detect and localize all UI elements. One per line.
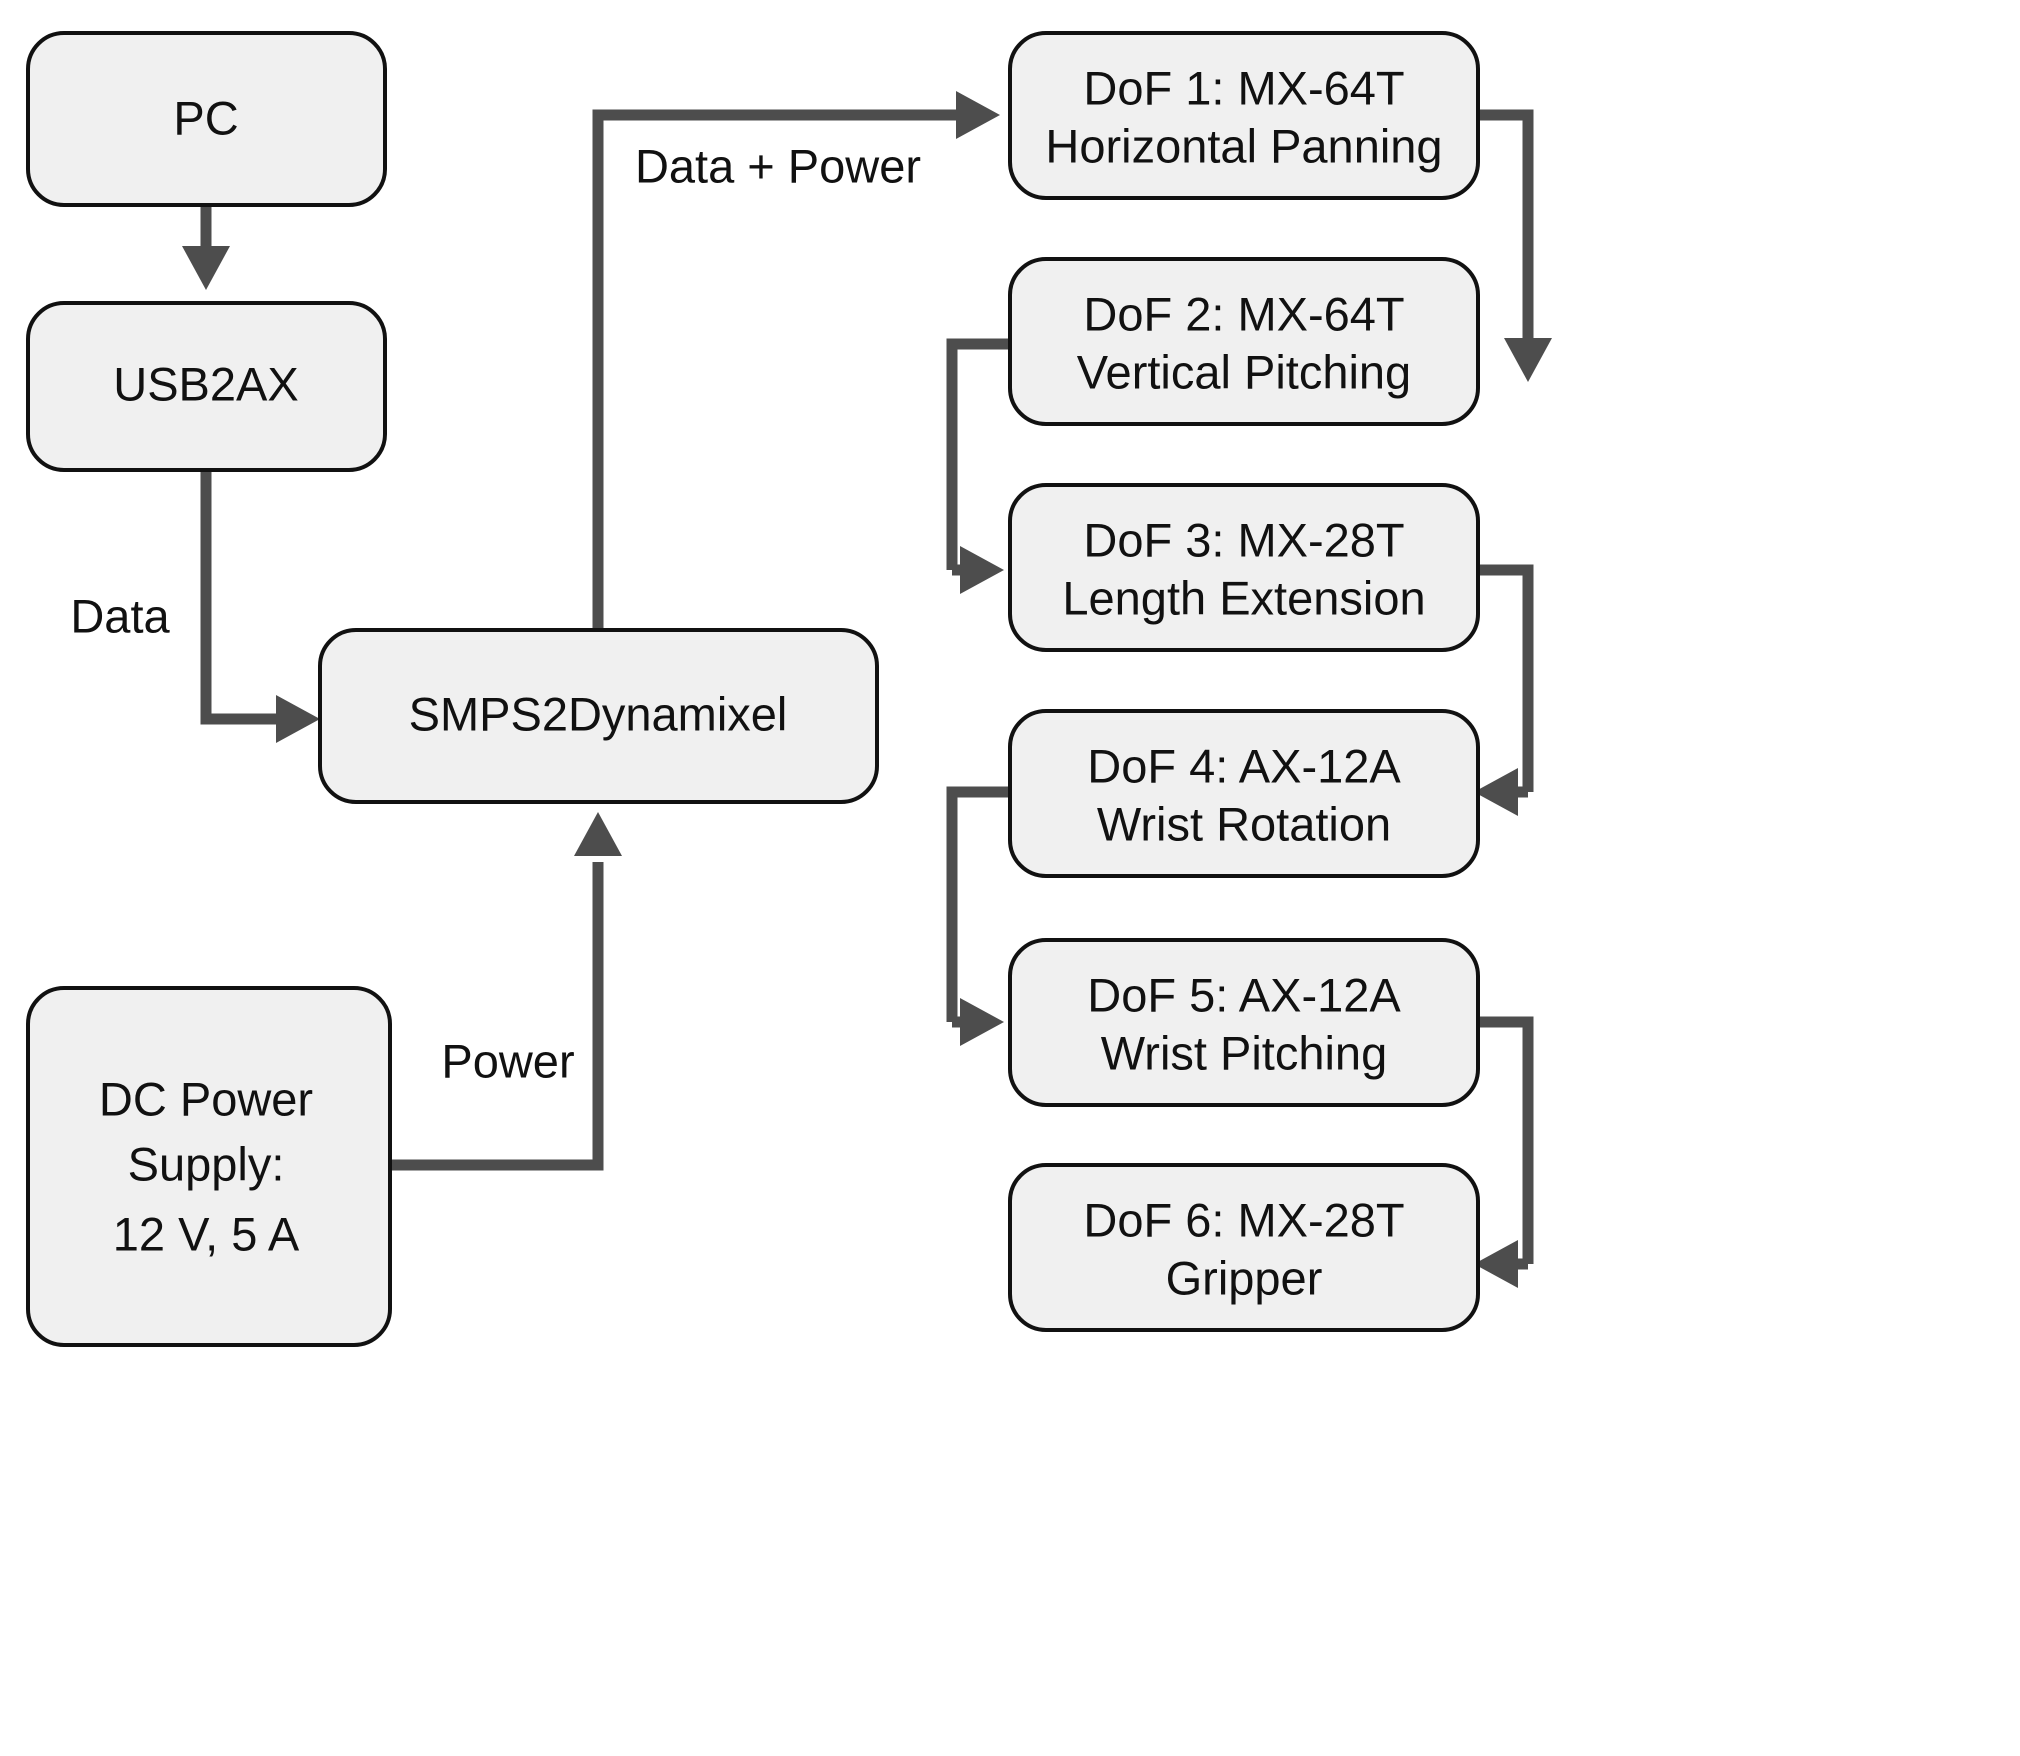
edge-line [946, 786, 1010, 1022]
edge-dof3-to-dof4 [1474, 564, 1534, 816]
edge-label-data: Data [70, 589, 170, 642]
node-label-pc: PC [173, 91, 238, 144]
edge-label-power: Power [441, 1034, 574, 1087]
edge-line [1478, 109, 1534, 344]
node-label-psu-line2: Supply: [128, 1137, 285, 1190]
edge-smps-to-dof1: Data + Power [592, 91, 1000, 630]
node-dof1[interactable]: DoF 1: MX-64T Horizontal Panning [1008, 31, 1480, 200]
node-label-dof5-line1: DoF 5: AX-12A [1087, 968, 1401, 1021]
node-smps2dynamixel[interactable]: SMPS2Dynamixel [318, 628, 879, 804]
edge-usb2ax-to-smps: Data [70, 470, 320, 743]
edge-line [946, 338, 1010, 570]
edge-line [390, 862, 604, 1171]
node-label-psu-line3: 12 V, 5 A [113, 1207, 300, 1260]
edge-dof1-to-dof2 [1478, 109, 1552, 382]
node-usb2ax[interactable]: USB2AX [26, 301, 387, 472]
arrow-head-icon [1474, 768, 1518, 816]
node-dof5[interactable]: DoF 5: AX-12A Wrist Pitching [1008, 938, 1480, 1107]
node-box[interactable] [1008, 938, 1480, 1107]
node-box[interactable] [26, 301, 387, 472]
node-label-usb2ax: USB2AX [113, 357, 298, 410]
edge-dof2-to-dof3 [946, 338, 1010, 594]
node-box[interactable] [1008, 709, 1480, 878]
node-label-psu-line1: DC Power [99, 1072, 313, 1125]
node-dof3[interactable]: DoF 3: MX-28T Length Extension [1008, 483, 1480, 652]
edge-psu-to-smps: Power [390, 812, 622, 1171]
node-label-dof3-line2: Length Extension [1062, 571, 1425, 624]
node-label-dof1-line1: DoF 1: MX-64T [1083, 61, 1404, 114]
node-dof4[interactable]: DoF 4: AX-12A Wrist Rotation [1008, 709, 1480, 878]
node-box[interactable] [26, 986, 392, 1347]
edge-line [1478, 1016, 1534, 1264]
node-label-dof6-line2: Gripper [1166, 1251, 1323, 1304]
node-box[interactable] [1008, 483, 1480, 652]
node-label-dof2-line2: Vertical Pitching [1077, 345, 1411, 398]
node-label-dof5-line2: Wrist Pitching [1101, 1026, 1387, 1079]
arrow-head-icon [276, 695, 320, 743]
arrow-head-icon [960, 546, 1004, 594]
arrow-head-icon [960, 998, 1004, 1046]
edge-line [1478, 564, 1534, 792]
arrow-head-icon [956, 91, 1000, 139]
node-box[interactable] [1008, 257, 1480, 426]
node-label-smps2dynamixel: SMPS2Dynamixel [409, 687, 788, 740]
arrow-head-icon [182, 246, 230, 290]
node-dof2[interactable]: DoF 2: MX-64T Vertical Pitching [1008, 257, 1480, 426]
node-label-dof2-line1: DoF 2: MX-64T [1083, 287, 1404, 340]
node-box[interactable] [1008, 1163, 1480, 1332]
edge-dof4-to-dof5 [946, 786, 1010, 1046]
node-dof6[interactable]: DoF 6: MX-28T Gripper [1008, 1163, 1480, 1332]
node-box[interactable] [318, 628, 879, 804]
edge-dof5-to-dof6 [1474, 1016, 1534, 1288]
edge-line [200, 470, 282, 725]
node-label-dof3-line1: DoF 3: MX-28T [1083, 513, 1404, 566]
arrow-head-icon [574, 812, 622, 856]
node-label-dof1-line2: Horizontal Panning [1045, 119, 1442, 172]
node-box[interactable] [26, 31, 387, 207]
edge-label-data-power: Data + Power [635, 139, 921, 192]
arrow-head-icon [1504, 338, 1552, 382]
arrow-head-icon [1474, 1240, 1518, 1288]
node-label-dof6-line1: DoF 6: MX-28T [1083, 1193, 1404, 1246]
node-dc-power-supply[interactable]: DC Power Supply: 12 V, 5 A [26, 986, 392, 1347]
node-pc[interactable]: PC [26, 31, 387, 207]
edge-line [592, 109, 960, 630]
node-label-dof4-line2: Wrist Rotation [1097, 797, 1391, 850]
edge-pc-to-usb2ax [182, 205, 230, 290]
node-box[interactable] [1008, 31, 1480, 200]
node-label-dof4-line1: DoF 4: AX-12A [1087, 739, 1401, 792]
